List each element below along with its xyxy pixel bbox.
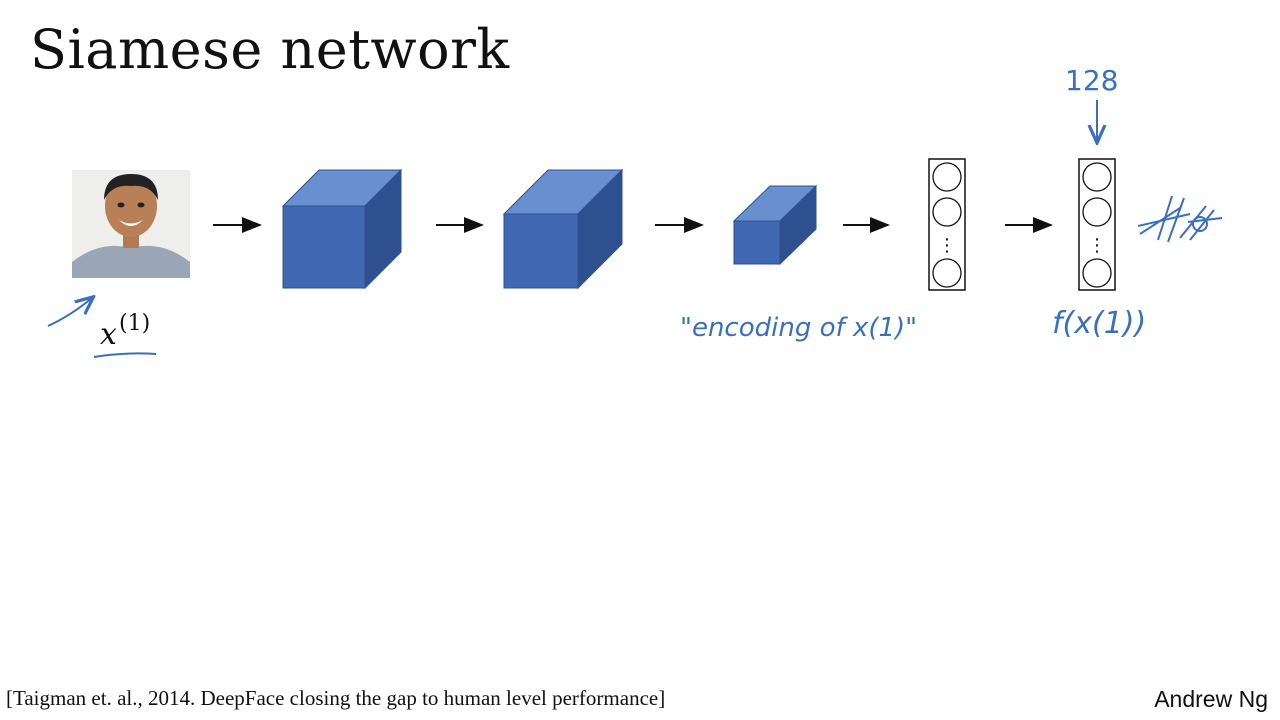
siamese-diagram: x (1) ⋮ ⋮ 128 bbox=[47, 64, 1223, 358]
scribble-marks bbox=[1137, 195, 1223, 243]
handwritten-underline bbox=[93, 352, 157, 358]
encoding-annotation: "encoding of x(1)" bbox=[680, 313, 917, 343]
vector-ellipsis-1: ⋮ bbox=[938, 235, 956, 256]
input-label-sup: (1) bbox=[119, 311, 150, 336]
function-annotation: f(x(1)) bbox=[1052, 306, 1146, 341]
author-name: Andrew Ng bbox=[1154, 686, 1268, 712]
input-label-main: x bbox=[100, 317, 117, 352]
conv-volume-cube-2 bbox=[502, 168, 624, 290]
dimension-annotation: 128 bbox=[1065, 64, 1118, 97]
fc-vector-2: ⋮ bbox=[1078, 158, 1116, 291]
conv-volume-cube-3 bbox=[732, 184, 818, 266]
input-label: x (1) bbox=[100, 311, 150, 352]
fc-vector-1: ⋮ bbox=[928, 158, 966, 291]
vector-ellipsis-2: ⋮ bbox=[1088, 235, 1106, 256]
face-photo bbox=[72, 170, 190, 278]
conv-volume-cube-1 bbox=[281, 168, 403, 290]
handwritten-arrow bbox=[47, 298, 92, 327]
slide-title: Siamese network bbox=[30, 18, 510, 81]
citation: [Taigman et. al., 2014. DeepFace closing… bbox=[6, 686, 666, 710]
